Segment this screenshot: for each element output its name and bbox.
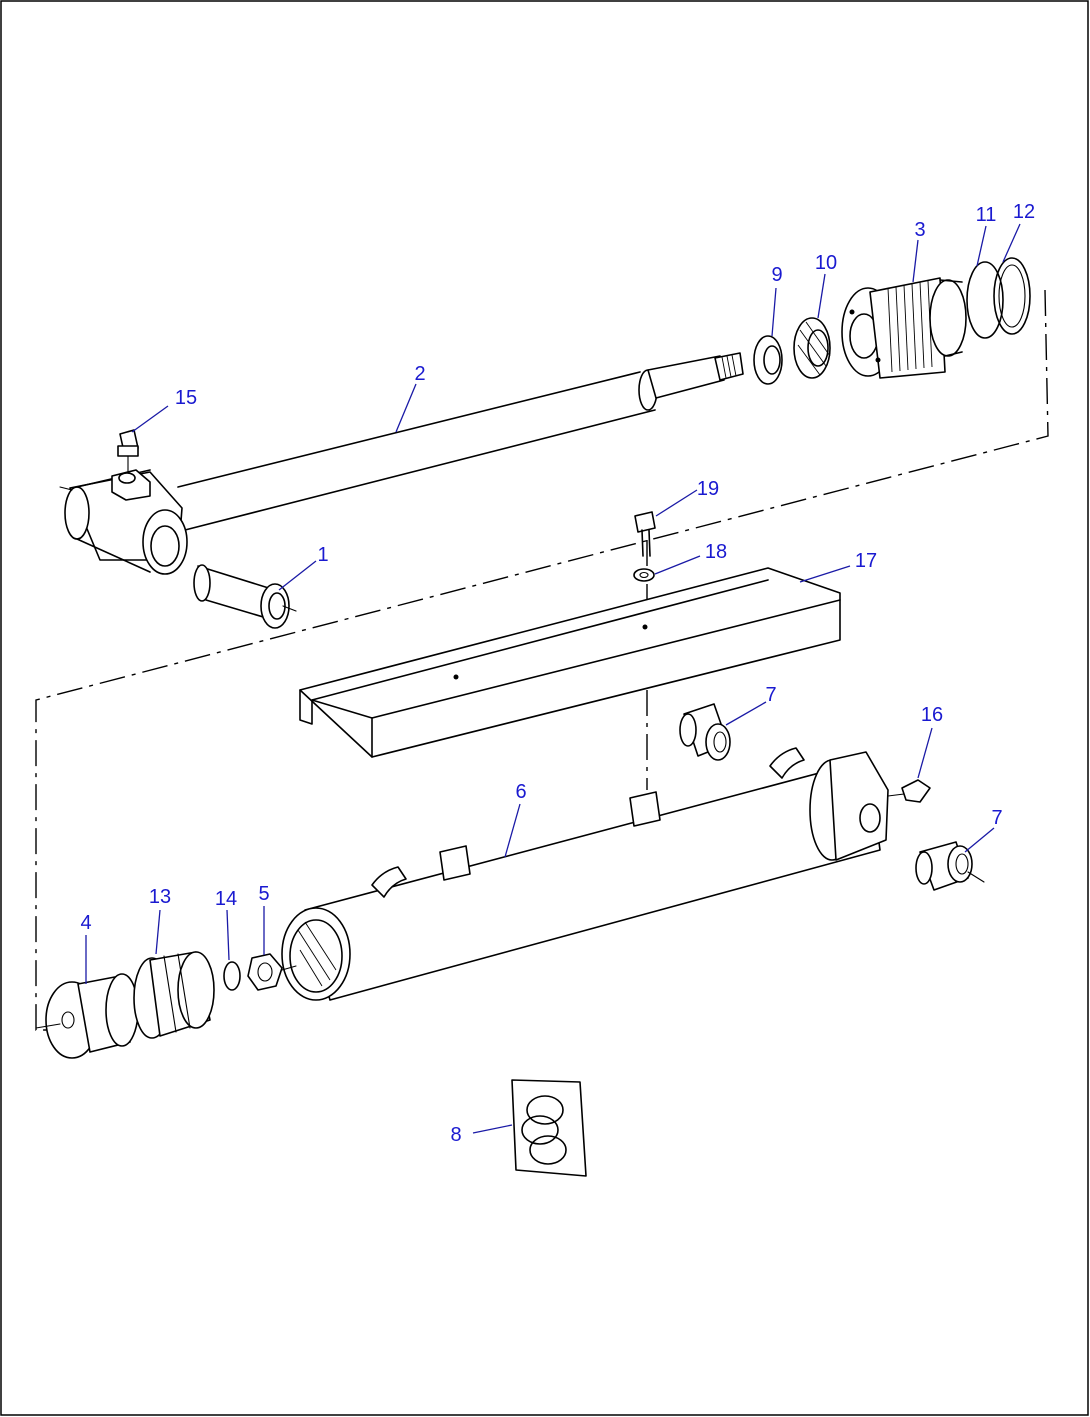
leader-lines [85, 223, 1021, 1134]
grease-fitting-15 [117, 429, 139, 473]
bushing-1 [193, 564, 297, 629]
callout-12: 12 [1013, 201, 1035, 223]
ring-12 [993, 257, 1031, 335]
callout-2: 2 [414, 363, 425, 385]
callout-10: 10 [815, 252, 837, 274]
grease-fitting-16 [887, 779, 931, 803]
callout-4: 4 [80, 912, 91, 934]
callout-labels: 1 2 3 4 5 6 7 7 8 9 10 11 12 13 14 15 16… [80, 201, 1035, 1146]
bushing-7-bottom [915, 841, 985, 891]
seal-13 [133, 951, 215, 1039]
nut-5 [247, 953, 297, 991]
washer-18 [633, 568, 655, 582]
cylinder-head-3 [841, 277, 967, 379]
piston-4 [35, 973, 139, 1059]
callout-11: 11 [976, 204, 997, 226]
callout-17: 17 [855, 550, 877, 572]
ring-14 [223, 961, 241, 991]
callout-8: 8 [450, 1124, 461, 1146]
callout-18: 18 [705, 541, 727, 563]
callout-7-bottom: 7 [991, 807, 1002, 829]
cylinder-tube-6 [281, 747, 889, 1001]
piston-rod [59, 352, 744, 575]
callout-6: 6 [515, 781, 526, 803]
seal-kit-8 [511, 1079, 587, 1177]
callout-1: 1 [317, 544, 328, 566]
cover-17 [299, 567, 841, 758]
callout-7-top: 7 [765, 684, 776, 706]
callout-9: 9 [771, 264, 782, 286]
nut-9 [753, 335, 783, 385]
callout-16: 16 [921, 704, 943, 726]
nut-10 [793, 317, 831, 379]
bushing-7-top [679, 703, 731, 761]
callout-3: 3 [914, 219, 925, 241]
callout-13: 13 [149, 886, 171, 908]
bolt-19 [634, 511, 656, 557]
ring-11 [966, 261, 1004, 339]
assembly-centerlines [35, 289, 1049, 1031]
callout-15: 15 [175, 387, 197, 409]
callout-19: 19 [697, 478, 719, 500]
callout-5: 5 [258, 883, 269, 905]
callout-14: 14 [215, 888, 237, 910]
